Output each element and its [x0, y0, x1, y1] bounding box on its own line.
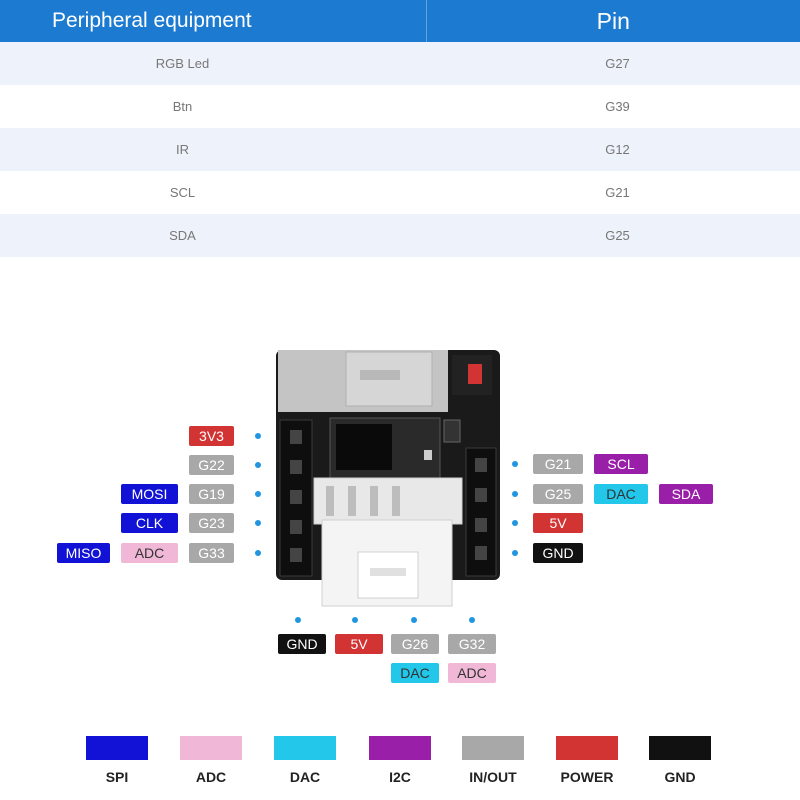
- table-body: RGB Led G27 Btn G39 IR G12 SCL G21 SDA G…: [0, 42, 800, 257]
- func-mosi-label: MOSI: [121, 484, 178, 504]
- pin-cell: G21: [605, 185, 630, 200]
- header-pin: Pin: [596, 7, 630, 34]
- device-cell: RGB Led: [155, 56, 210, 71]
- pin-dot: [512, 461, 518, 467]
- pin-g21-label: G21: [533, 454, 583, 474]
- pin-g25-label: G25: [533, 484, 583, 504]
- legend-label-adc: ADC: [195, 769, 227, 785]
- func-sda-label: SDA: [659, 484, 713, 504]
- func-adc-label: ADC: [121, 543, 178, 563]
- pin-5v-bottom-label: 5V: [335, 634, 383, 654]
- pin-dot: [255, 433, 261, 439]
- pin-cell: G25: [605, 228, 630, 243]
- pin-5v-label: 5V: [533, 513, 583, 533]
- table-row: SCL G21: [0, 171, 800, 214]
- pin-dot: [255, 491, 261, 497]
- grove-connector: [313, 477, 463, 607]
- pin-cell: G27: [605, 56, 630, 71]
- pin-cell: G39: [605, 99, 630, 114]
- legend-swatch-adc: [180, 736, 242, 760]
- pin-g19-label: G19: [189, 484, 234, 504]
- pin-g23-label: G23: [189, 513, 234, 533]
- legend-swatch-dac: [274, 736, 336, 760]
- pin-g33-label: G33: [189, 543, 234, 563]
- table-row: IR G12: [0, 128, 800, 171]
- pin-g32-label: G32: [448, 634, 496, 654]
- legend-swatch-gnd: [649, 736, 711, 760]
- pin-3v3-label: 3V3: [189, 426, 234, 446]
- legend-label-power: POWER: [560, 769, 614, 785]
- wifi-module: [278, 350, 492, 412]
- device-cell: Btn: [172, 99, 193, 114]
- pin-dot: [411, 617, 417, 623]
- pin-dot: [255, 462, 261, 468]
- func-dac-bottom-label: DAC: [391, 663, 439, 683]
- func-scl-label: SCL: [594, 454, 648, 474]
- func-clk-label: CLK: [121, 513, 178, 533]
- legend-label-i2c: I2C: [389, 769, 411, 785]
- main-chip: [329, 417, 461, 479]
- pin-g26-label: G26: [391, 634, 439, 654]
- pin-dot: [512, 491, 518, 497]
- legend-label-inout: IN/OUT: [469, 769, 517, 785]
- table-row: RGB Led G27: [0, 42, 800, 85]
- pin-dot: [295, 617, 301, 623]
- legend-swatch-power: [556, 736, 618, 760]
- pin-g22-label: G22: [189, 455, 234, 475]
- left-header: [279, 419, 313, 577]
- device-cell: IR: [176, 142, 189, 157]
- pin-dot: [512, 550, 518, 556]
- table-header: Peripheral equipment Pin: [0, 0, 800, 42]
- table-row: SDA G25: [0, 214, 800, 257]
- right-header: [465, 447, 497, 577]
- pin-dot: [512, 520, 518, 526]
- header-peripheral: Peripheral equipment: [0, 0, 427, 42]
- legend-label-gnd: GND: [664, 769, 696, 785]
- pin-gnd-label: GND: [533, 543, 583, 563]
- table-row: Btn G39: [0, 85, 800, 128]
- legend-swatch-i2c: [369, 736, 431, 760]
- pin-dot: [255, 550, 261, 556]
- func-adc-bottom-label: ADC: [448, 663, 496, 683]
- legend-swatch-spi: [86, 736, 148, 760]
- legend-swatch-inout: [462, 736, 524, 760]
- pin-dot: [469, 617, 475, 623]
- peripheral-table: Peripheral equipment Pin RGB Led G27 Btn…: [0, 0, 800, 257]
- func-dac-label: DAC: [594, 484, 648, 504]
- pin-gnd-bottom-label: GND: [278, 634, 326, 654]
- func-miso-label: MISO: [57, 543, 110, 563]
- legend-label-dac: DAC: [289, 769, 321, 785]
- device-cell: SDA: [169, 228, 196, 243]
- pin-cell: G12: [605, 142, 630, 157]
- pin-dot: [255, 520, 261, 526]
- pin-dot: [352, 617, 358, 623]
- legend-label-spi: SPI: [105, 769, 129, 785]
- device-cell: SCL: [169, 185, 196, 200]
